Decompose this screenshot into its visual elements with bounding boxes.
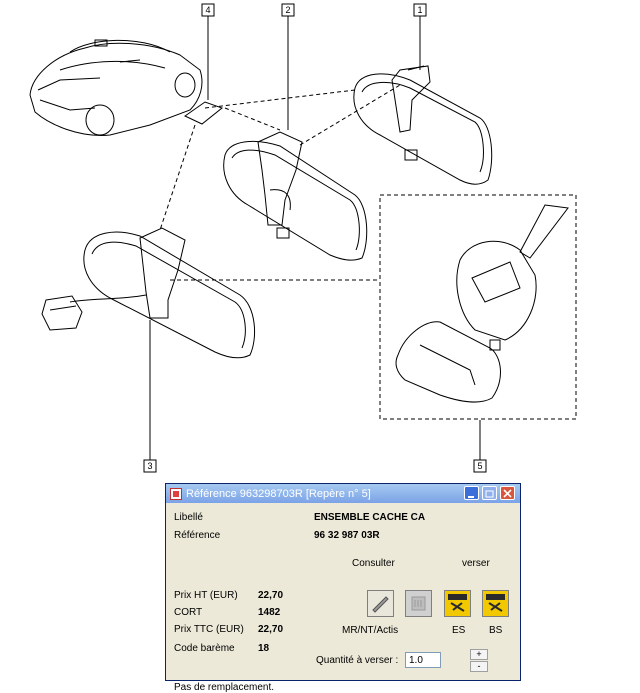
callout-5: 5 [473, 459, 487, 473]
close-button[interactable] [500, 486, 515, 500]
verser-label: verser [462, 558, 490, 569]
guide-lines [159, 84, 577, 420]
callout-3: 3 [143, 459, 157, 473]
cort-label: CORT [174, 607, 203, 618]
minimize-button[interactable] [464, 486, 479, 500]
code-bareme-label: Code barème [174, 643, 235, 654]
dialog-body: Libellé ENSEMBLE CACHE CA Référence 96 3… [166, 503, 520, 693]
part-1-mirror [353, 65, 493, 185]
svg-text:1: 1 [417, 5, 422, 15]
cart-es-icon [445, 591, 470, 616]
reference-dialog: Référence 963298703R [Repère n° 5] Libel… [165, 483, 521, 693]
prix-ht-value: 22,70 [258, 590, 284, 601]
quantity-label: Quantité à verser : [316, 655, 399, 666]
callout-lines [149, 16, 481, 460]
callout-2: 2 [281, 3, 295, 17]
reference-label: Référence [174, 530, 221, 541]
minimize-icon [468, 496, 474, 498]
consult-mr-button[interactable] [367, 590, 394, 617]
svg-text:5: 5 [477, 461, 482, 471]
part-5-detail-box [379, 194, 577, 420]
quantity-input[interactable] [405, 652, 441, 668]
reference-value: 96 32 987 03R [314, 530, 380, 541]
libelle-label: Libellé [174, 512, 203, 523]
vehicle-sketch [29, 39, 203, 136]
verser-es-button[interactable] [444, 590, 471, 617]
dialog-title: Référence 963298703R [Repère n° 5] [186, 487, 371, 500]
dialog-titlebar[interactable]: Référence 963298703R [Repère n° 5] [166, 484, 520, 503]
es-label: ES [452, 625, 466, 636]
verser-bs-button[interactable] [482, 590, 509, 617]
status-text: Pas de remplacement. [174, 682, 275, 693]
svg-text:2: 2 [285, 5, 290, 15]
bs-label: BS [489, 625, 503, 636]
app-icon [170, 487, 182, 500]
exploded-parts-diagram: 4 2 1 3 5 [29, 3, 577, 473]
svg-text:4: 4 [205, 5, 210, 15]
part-4-pad [184, 101, 224, 125]
close-icon [503, 489, 512, 498]
prix-ttc-value: 22,70 [258, 624, 284, 635]
quantity-decrement-button[interactable]: - [470, 661, 488, 672]
maximize-icon [485, 490, 494, 498]
svg-text:3: 3 [147, 461, 152, 471]
mr-nt-actis-label: MR/NT/Actis [342, 625, 399, 636]
part-5-cover [395, 204, 569, 403]
maximize-button[interactable] [482, 486, 497, 500]
libelle-value: ENSEMBLE CACHE CA [314, 512, 426, 523]
prix-ht-label: Prix HT (EUR) [174, 590, 238, 601]
consult-disabled-button[interactable] [405, 590, 432, 617]
prix-ttc-label: Prix TTC (EUR) [174, 624, 244, 635]
callout-4: 4 [201, 3, 215, 17]
quantity-increment-button[interactable]: + [470, 649, 488, 660]
part-3-mirror [41, 227, 256, 359]
callout-1: 1 [413, 3, 427, 17]
part-2-mirror [223, 131, 368, 261]
tool-wrench-icon [368, 591, 393, 616]
code-bareme-value: 18 [258, 643, 270, 654]
cort-value: 1482 [258, 607, 281, 618]
consulter-label: Consulter [352, 558, 395, 569]
cart-bs-icon [483, 591, 508, 616]
document-icon [406, 591, 431, 616]
